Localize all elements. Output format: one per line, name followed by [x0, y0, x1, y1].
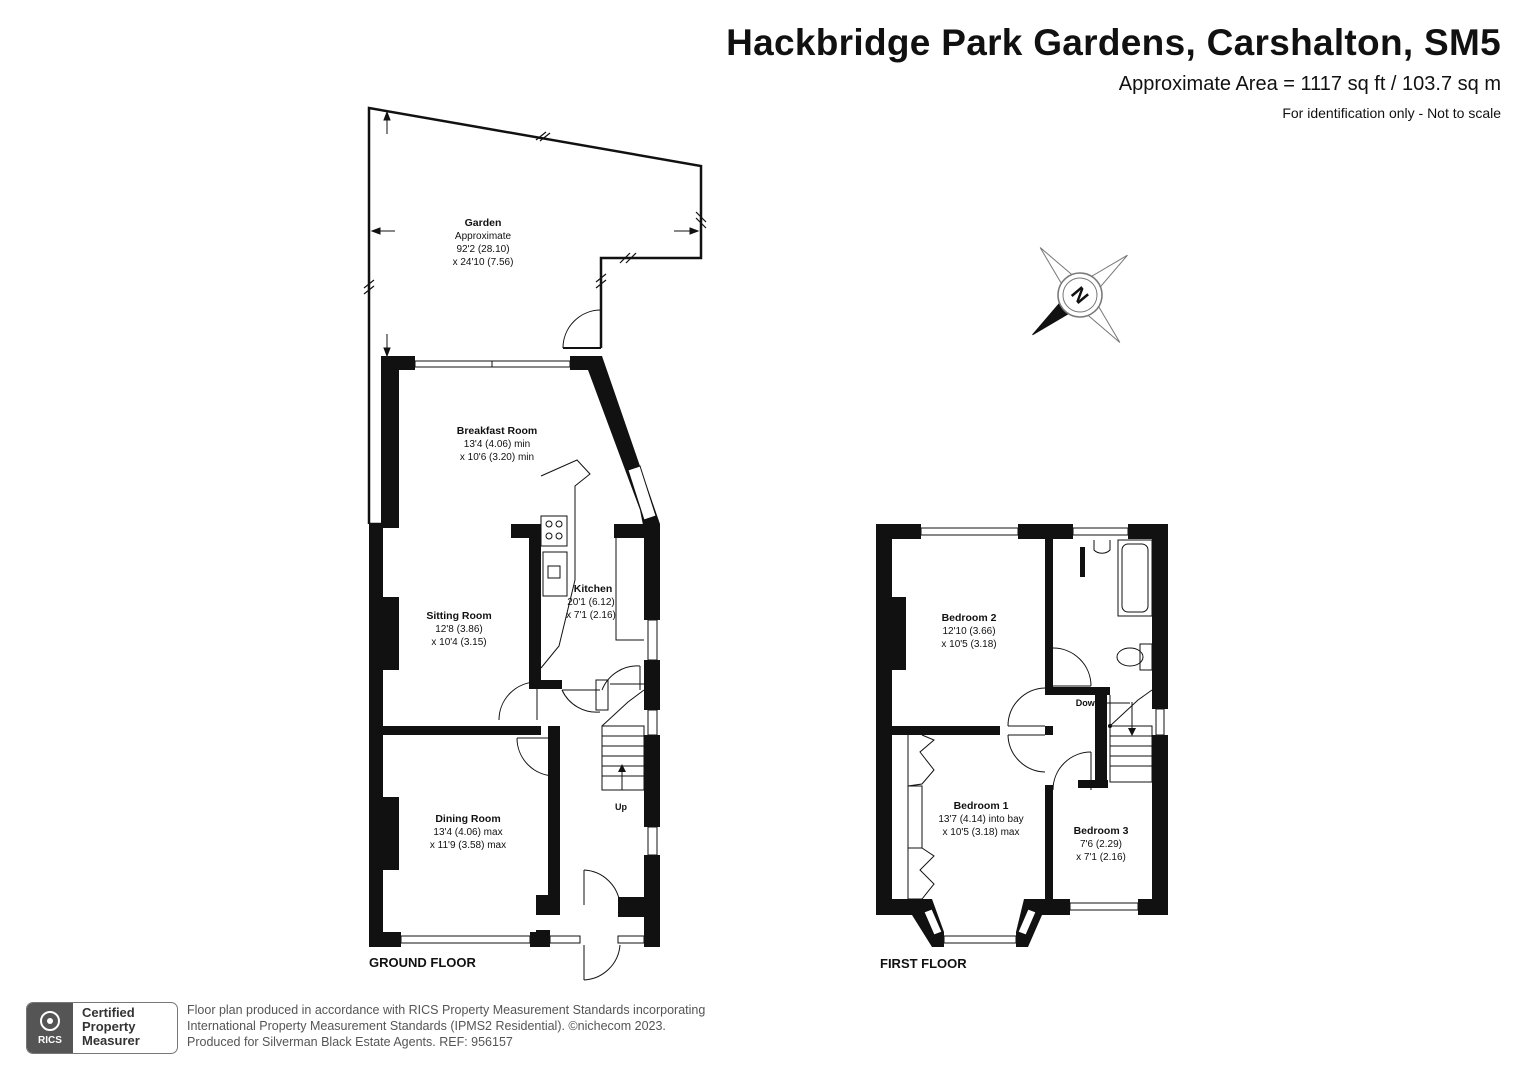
kitchen-name: Kitchen [574, 583, 613, 595]
garden-name: Garden [465, 217, 502, 229]
rics-logo-icon: RICS [27, 1003, 73, 1053]
bedroom1-line2: x 10'5 (3.18) max [943, 827, 1020, 838]
stairs-up-label: Up [615, 802, 627, 812]
ground-floor-plan: Garden Approximate 92'2 (28.10) x 24'10 … [363, 106, 707, 981]
dining-room-line1: 13'4 (4.06) max [433, 827, 502, 838]
bedroom1-line1: 13'7 (4.14) into bay [938, 814, 1023, 825]
first-floor-plan: Bedroom 2 12'10 (3.66) x 10'5 (3.18) Bed… [876, 524, 1168, 947]
sitting-room-name: Sitting Room [426, 610, 491, 622]
ground-floor-walls [369, 356, 660, 947]
stairs-down-label: Down [1076, 698, 1101, 708]
approximate-area: Approximate Area = 1117 sq ft / 103.7 sq… [1118, 73, 1501, 95]
bedroom1-name: Bedroom 1 [954, 800, 1009, 812]
ground-floor-label: GROUND FLOOR [369, 955, 476, 970]
bedroom2-name: Bedroom 2 [942, 612, 997, 624]
sitting-room-line2: x 10'4 (3.15) [431, 637, 486, 648]
footer-disclaimer: Floor plan produced in accordance with R… [187, 1002, 705, 1050]
breakfast-room-name: Breakfast Room [457, 425, 538, 437]
rics-logo-text: RICS [38, 1035, 62, 1046]
badge-line3: Measurer [82, 1033, 140, 1048]
garden-line2: 92'2 (28.10) [456, 244, 509, 255]
bedroom2-line2: x 10'5 (3.18) [941, 639, 996, 650]
dining-room-name: Dining Room [435, 813, 500, 825]
bedroom3-line1: 7'6 (2.29) [1080, 839, 1122, 850]
first-floor-label: FIRST FLOOR [880, 956, 967, 971]
page-title: Hackbridge Park Gardens, Carshalton, SM5 [726, 22, 1501, 63]
badge-line1: Certified [82, 1005, 135, 1020]
footer-line1: Floor plan produced in accordance with R… [187, 1003, 706, 1017]
dining-room-line2: x 11'9 (3.58) max [430, 840, 506, 851]
bedroom2-line1: 12'10 (3.66) [942, 626, 995, 637]
breakfast-room-line2: x 10'6 (3.20) min [460, 452, 534, 463]
garden-line3: x 24'10 (7.56) [453, 257, 514, 268]
identification-note: For identification only - Not to scale [1282, 105, 1501, 121]
bedroom3-name: Bedroom 3 [1074, 825, 1129, 837]
footer-line3: Produced for Silverman Black Estate Agen… [187, 1035, 513, 1049]
garden-line1: Approximate [455, 231, 512, 242]
bedroom3-line2: x 7'1 (2.16) [1076, 852, 1126, 863]
kitchen-line1: 20'1 (6.12) [567, 597, 615, 608]
badge-text: Certified Property Measurer [82, 1006, 140, 1048]
sitting-room-line1: 12'8 (3.86) [435, 624, 483, 635]
breakfast-room-line1: 13'4 (4.06) min [464, 439, 530, 450]
garden-outline [367, 106, 703, 526]
first-floor-walls [876, 524, 1168, 947]
compass-north-icon: N [1032, 247, 1128, 343]
kitchen-line2: x 7'1 (2.16) [566, 610, 616, 621]
footer-line2: International Property Measurement Stand… [187, 1019, 666, 1033]
badge-line2: Property [82, 1019, 136, 1034]
rics-certified-badge: RICS Certified Property Measurer [26, 1002, 178, 1054]
